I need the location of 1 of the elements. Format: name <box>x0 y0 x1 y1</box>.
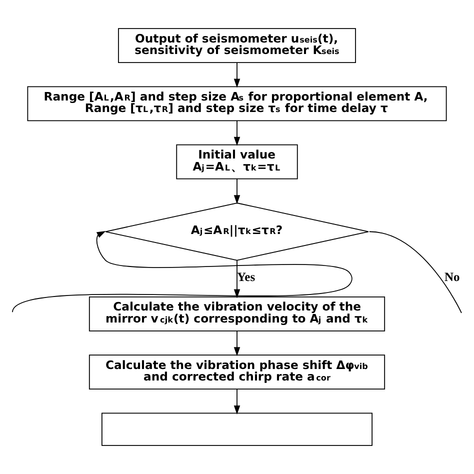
edge-label: No <box>444 270 460 284</box>
